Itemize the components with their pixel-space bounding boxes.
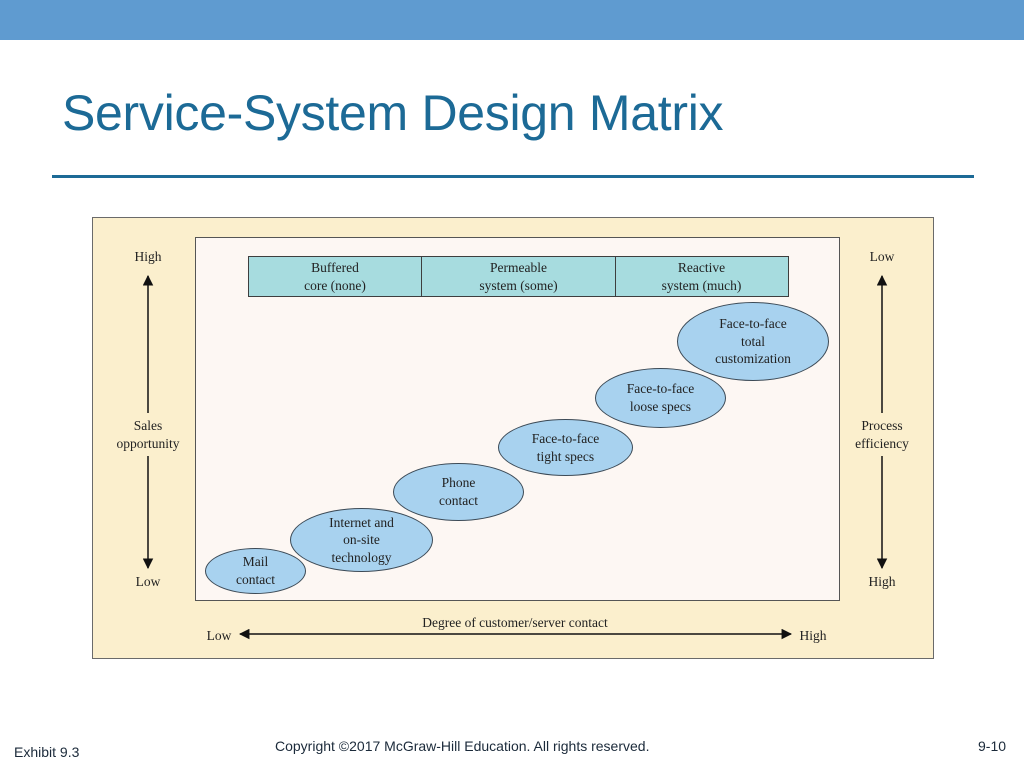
mode-face-to-face-total-customization: Face-to-face total customization bbox=[677, 302, 829, 381]
category-permeable-system: Permeable system (some) bbox=[422, 257, 616, 296]
slide-title: Service-System Design Matrix bbox=[62, 85, 724, 141]
sales-low-label: Low bbox=[135, 574, 161, 589]
mode-face-to-face-loose-specs: Face-to-face loose specs bbox=[595, 368, 726, 428]
exhibit-figure: Buffered core (none) Permeable system (s… bbox=[92, 217, 934, 659]
contact-degree-label: Degree of customer/server contact bbox=[422, 615, 608, 630]
top-accent-bar bbox=[0, 0, 1024, 40]
efficiency-high-label: High bbox=[868, 574, 896, 589]
contact-high-label: High bbox=[799, 628, 827, 643]
sales-high-label: High bbox=[134, 249, 162, 264]
contact-low-label: Low bbox=[206, 628, 232, 643]
matrix-area: Buffered core (none) Permeable system (s… bbox=[195, 237, 840, 601]
axis-arrows bbox=[142, 274, 888, 640]
title-divider bbox=[52, 175, 974, 178]
process-efficiency-label: Process efficiency bbox=[855, 418, 909, 451]
efficiency-low-label: Low bbox=[869, 249, 895, 264]
exhibit-number: Exhibit 9.3 bbox=[14, 744, 80, 760]
sales-opportunity-label: Sales opportunity bbox=[116, 418, 180, 451]
contact-category-row: Buffered core (none) Permeable system (s… bbox=[248, 256, 789, 297]
page-number: 9-10 bbox=[978, 738, 1007, 754]
mode-phone-contact: Phone contact bbox=[393, 463, 524, 521]
mode-mail-contact: Mail contact bbox=[205, 548, 306, 594]
copyright-notice: Copyright ©2017 McGraw-Hill Education. A… bbox=[275, 738, 650, 754]
category-buffered-core: Buffered core (none) bbox=[249, 257, 422, 296]
category-reactive-system: Reactive system (much) bbox=[661, 259, 742, 293]
mode-internet-onsite-technology: Internet and on-site technology bbox=[290, 508, 433, 572]
mode-face-to-face-tight-specs: Face-to-face tight specs bbox=[498, 419, 633, 476]
